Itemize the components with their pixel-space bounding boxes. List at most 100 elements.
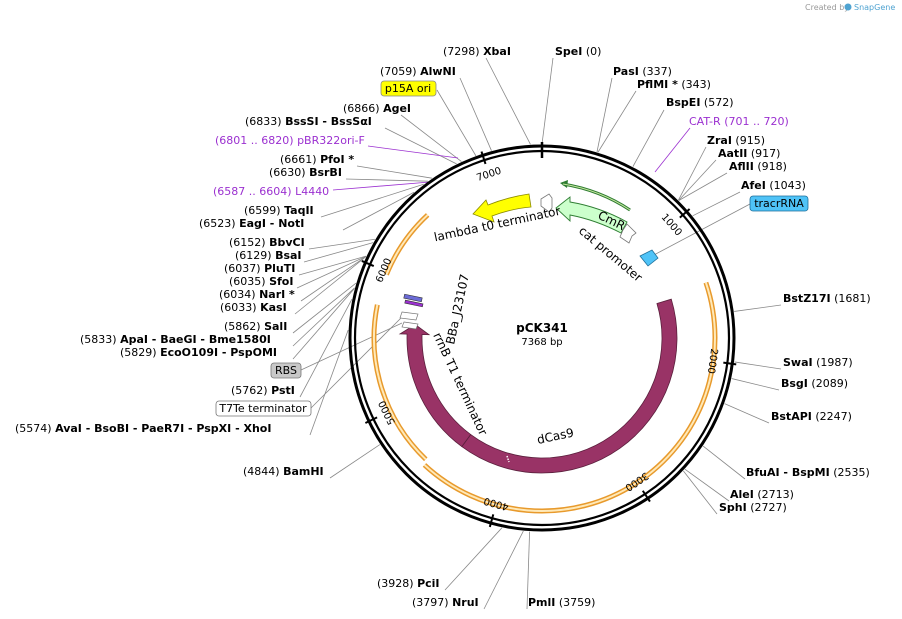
leader-nrui — [483, 530, 524, 610]
leader-bspei — [632, 109, 665, 167]
site-bsssi[interactable]: (6833) BssSI - BssSαI — [245, 115, 372, 128]
rbs-box-bg — [270, 362, 302, 379]
tick-label: 3000 — [623, 470, 650, 493]
site-psti[interactable]: (5762) PstI — [231, 384, 295, 397]
primer-cat-r[interactable]: CAT-R (701 .. 720) — [689, 115, 789, 128]
leader-spei — [541, 57, 554, 145]
site-aatii[interactable]: AatII (917) — [718, 147, 780, 160]
credit-brand: SnapGene — [854, 3, 895, 12]
leader-bsssi — [384, 127, 457, 165]
site-bstz17i[interactable]: BstZ17I (1681) — [783, 292, 871, 305]
leader-bstz17i — [734, 304, 782, 312]
site-pmli[interactable]: PmlI (3759) — [528, 596, 595, 609]
tracrrna-box-bg — [749, 195, 809, 212]
leader-pflmi — [597, 90, 637, 153]
p15a-outline-arc-inner — [385, 214, 429, 275]
dcas9-dotted-mark-top — [658, 288, 669, 293]
leader-kasi — [294, 256, 367, 315]
site-pasi[interactable]: PasI (337) — [613, 65, 672, 78]
snapgene-credit: Created by SnapGene — [805, 3, 895, 12]
leader-bamhi — [329, 444, 381, 479]
site-avai[interactable]: (5574) AvaI - BsoBI - PaeR7I - PspXI - X… — [15, 422, 271, 435]
cmr-feature-arrow[interactable] — [555, 196, 628, 234]
site-bspei[interactable]: BspEI (572) — [666, 96, 734, 109]
leader-pasi — [596, 77, 613, 153]
tick-mark-6000 — [361, 259, 375, 267]
leader-aatii — [678, 159, 717, 201]
tracrrna-box[interactable]: tracrRNA — [749, 195, 809, 212]
site-afei[interactable]: AfeI (1043) — [741, 179, 806, 192]
site-agei[interactable]: (6866) AgeI — [343, 102, 411, 115]
site-kasi[interactable]: (6033) KasI — [220, 301, 287, 314]
cmr-primer-highlight — [562, 183, 631, 211]
site-bstapi[interactable]: BstAPI (2247) — [771, 410, 852, 423]
tick-mark-3000 — [641, 490, 651, 503]
site-bamhi[interactable]: (4844) BamHI — [243, 465, 324, 478]
leader-afei — [692, 191, 741, 217]
rbs-box[interactable]: RBS — [270, 362, 302, 379]
dcas9-outline-arc-inner — [423, 282, 716, 512]
tick-mark-4000 — [488, 514, 495, 528]
tick-mark-2000 — [723, 361, 737, 366]
site-taqii[interactable]: (6599) TaqII — [244, 204, 314, 217]
site-xbai[interactable]: (7298) XbaI — [443, 45, 511, 58]
leader-bsrbi — [345, 178, 428, 182]
site-eco0109i[interactable]: (5829) EcoO109I - PspOMI — [120, 346, 277, 359]
bba-promoter-marker — [399, 311, 419, 321]
rbs-label: RBS — [275, 364, 297, 377]
t7te-box[interactable]: T7Te terminator — [215, 400, 312, 417]
leader-aflii — [678, 172, 728, 201]
site-swai[interactable]: SwaI (1987) — [783, 356, 853, 369]
site-alei[interactable]: AleI (2713) — [730, 488, 794, 501]
leader-bstapi — [724, 403, 770, 424]
site-sali[interactable]: (5862) SalI — [224, 320, 287, 333]
site-bsgi[interactable]: BsgI (2089) — [781, 377, 848, 390]
site-bfuai[interactable]: BfuAI - BspMI (2535) — [746, 466, 870, 479]
site-bbvci[interactable]: (6152) BbvCI — [229, 236, 305, 249]
leader-sphi — [683, 470, 718, 515]
t7te-box-bg — [215, 400, 312, 417]
site-zrai[interactable]: ZraI (915) — [707, 134, 765, 147]
leader-eco0109i — [292, 288, 355, 360]
bba-marker-2 — [404, 299, 424, 308]
p15a-ori-box[interactable]: p15A ori — [380, 80, 437, 97]
tracrrna-label: tracrRNA — [754, 197, 804, 210]
site-sphi[interactable]: SphI (2727) — [719, 501, 787, 514]
site-bsrbi[interactable]: (6630) BsrBI — [269, 166, 342, 179]
site-spei[interactable]: SpeI (0) — [555, 45, 601, 58]
cat-promoter-arrow[interactable] — [619, 223, 637, 244]
site-nari[interactable]: (6034) NarI * — [219, 288, 295, 301]
tick-mark-5000 — [364, 416, 378, 424]
site-nrui[interactable]: (3797) NruI — [412, 596, 479, 609]
site-aflii[interactable]: AflII (918) — [729, 160, 787, 173]
tick-label: 1000 — [659, 212, 684, 238]
site-pfoi[interactable]: (6661) PfoI * — [280, 153, 354, 166]
site-alwni[interactable]: (7059) AlwNI — [380, 65, 456, 78]
leader-zrai — [678, 146, 707, 201]
box-leader — [436, 89, 477, 157]
site-pflmi[interactable]: PflMI * (343) — [637, 78, 711, 91]
leader-avai — [309, 329, 349, 436]
leader-bbvci — [308, 238, 376, 250]
leader-pfoi — [356, 165, 433, 179]
tracrrna-feature[interactable] — [639, 249, 659, 267]
primer-pbr322ori-f[interactable]: (6801 .. 6820) pBR322ori-F — [215, 134, 365, 147]
site-pluti[interactable]: (6037) PluTI — [224, 262, 295, 275]
tick-label: 2000 — [705, 348, 719, 375]
t7te-label: T7Te terminator — [218, 402, 307, 415]
site-sfoi[interactable]: (6035) SfoI — [229, 275, 293, 288]
site-eagi[interactable]: (6523) EagI - NotI — [199, 217, 304, 230]
site-apai[interactable]: (5833) ApaI - BaeGI - Bme1580I — [80, 333, 271, 346]
leader-lines — [292, 57, 782, 610]
tick-mark-7000 — [480, 151, 487, 165]
primer-l4440[interactable]: (6587 .. 6604) L4440 — [213, 185, 329, 198]
plasmid-name: pCK341 — [516, 321, 568, 335]
dcas9-feature-arc[interactable] — [461, 298, 678, 474]
site-pcii[interactable]: (3928) PciI — [377, 577, 440, 590]
leader-xbai — [485, 57, 531, 145]
site-bsai[interactable]: (6129) BsaI — [235, 249, 302, 262]
primer-leader — [654, 127, 691, 173]
lambda-terminator-arrow[interactable] — [472, 193, 532, 223]
leader-eagi — [342, 191, 415, 231]
